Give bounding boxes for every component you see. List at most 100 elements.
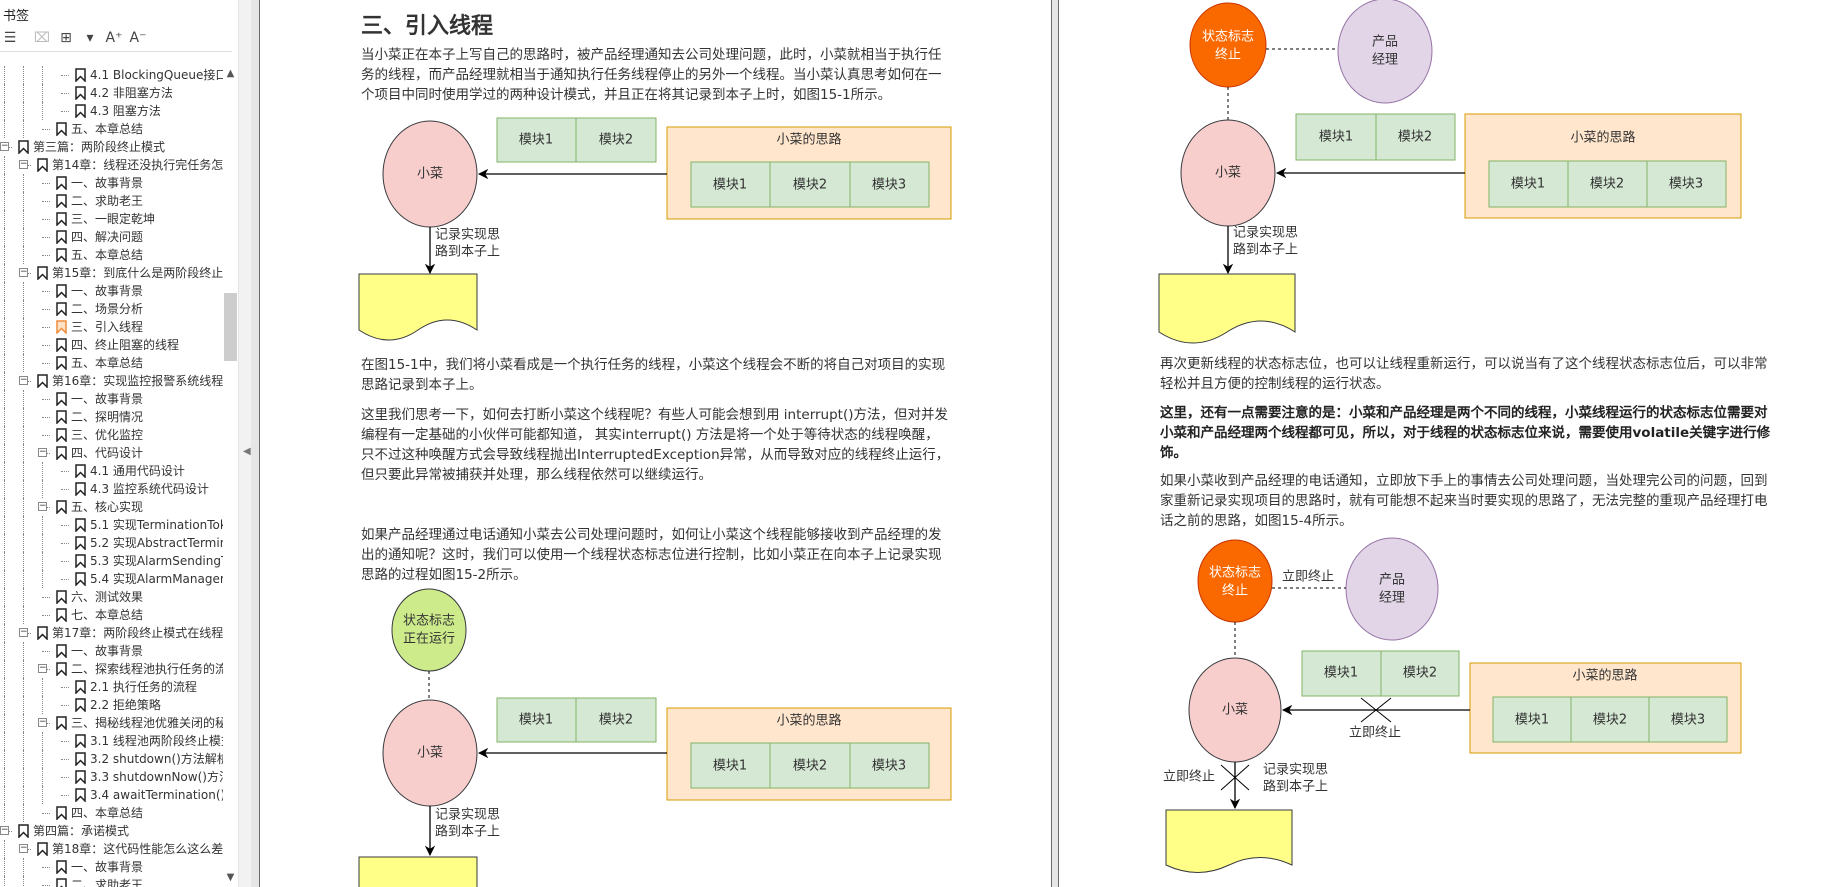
- bookmark-item[interactable]: −四、代码设计: [0, 444, 223, 462]
- bookmark-label: 3.1 线程池两阶段终止模式: [90, 734, 223, 748]
- bookmark-icon: [56, 644, 67, 658]
- collapse-toggle-icon[interactable]: −: [38, 447, 47, 457]
- bookmark-item[interactable]: 二、求助老王: [0, 876, 223, 887]
- delete-bookmark-icon[interactable]: ⌧: [33, 30, 51, 46]
- tree-connector: [42, 417, 50, 418]
- bookmark-item[interactable]: 2.1 执行任务的流程: [0, 678, 223, 696]
- bookmark-item[interactable]: 五、本章总结: [0, 354, 223, 372]
- bookmark-item[interactable]: 六、测试效果: [0, 588, 223, 606]
- bookmark-item[interactable]: −第15章：到底什么是两阶段终止模式: [0, 264, 223, 282]
- bookmark-item[interactable]: 五、本章总结: [0, 120, 223, 138]
- font-decrease-icon[interactable]: A⁻: [129, 30, 147, 46]
- bookmark-item[interactable]: 4.1 通用代码设计: [0, 462, 223, 480]
- tree-guide-line: [23, 732, 24, 750]
- bookmark-item[interactable]: 3.3 shutdownNow()方法解析: [0, 768, 223, 786]
- collapse-toggle-icon[interactable]: −: [0, 141, 9, 151]
- bookmark-item[interactable]: 3.1 线程池两阶段终止模式: [0, 732, 223, 750]
- tree-connector: [61, 489, 69, 490]
- bookmark-label: 二、求助老王: [71, 194, 144, 208]
- tree-connector: [61, 777, 69, 778]
- bookmark-label: 4.1 BlockingQueue接口: [90, 68, 223, 82]
- bookmark-item[interactable]: −第三篇：两阶段终止模式: [0, 138, 223, 156]
- bookmark-item[interactable]: −第18章：这代码性能怎么这么差: [0, 840, 223, 858]
- bookmark-item[interactable]: 二、探明情况: [0, 408, 223, 426]
- tree-guide-line: [23, 174, 24, 192]
- bookmark-item[interactable]: 二、求助老王: [0, 192, 223, 210]
- collapse-toggle-icon[interactable]: −: [0, 825, 9, 835]
- bookmark-item[interactable]: 七、本章总结: [0, 606, 223, 624]
- collapse-toggle-icon[interactable]: −: [38, 717, 47, 727]
- bookmark-item[interactable]: 3.4 awaitTermination()方法解析: [0, 786, 223, 804]
- scroll-down-icon[interactable]: ▼: [226, 872, 235, 883]
- bookmark-item[interactable]: 2.2 拒绝策略: [0, 696, 223, 714]
- scrollbar-thumb[interactable]: [224, 293, 237, 361]
- bookmark-label: 一、故事背景: [71, 176, 144, 190]
- tree-guide-line: [42, 696, 43, 714]
- bookmark-item[interactable]: 一、故事背景: [0, 282, 223, 300]
- bookmark-item[interactable]: 二、场景分析: [0, 300, 223, 318]
- bookmark-item[interactable]: 一、故事背景: [0, 858, 223, 876]
- collapse-toggle-icon[interactable]: −: [19, 159, 28, 169]
- bookmark-item[interactable]: 4.3 监控系统代码设计: [0, 480, 223, 498]
- collapse-sidebar-icon[interactable]: ◀: [243, 446, 251, 457]
- bookmark-item[interactable]: −第16章：实现监控报警系统线程: [0, 372, 223, 390]
- bookmark-item[interactable]: 四、本章总结: [0, 804, 223, 822]
- bookmark-item[interactable]: −第四篇：承诺模式: [0, 822, 223, 840]
- collapse-toggle-icon[interactable]: −: [38, 663, 47, 673]
- bookmark-item[interactable]: 四、终止阻塞的线程: [0, 336, 223, 354]
- bookmark-item[interactable]: 5.2 实现AbstractTerminatableThread: [0, 534, 223, 552]
- collapse-toggle-icon[interactable]: −: [19, 627, 28, 637]
- bookmark-item-active[interactable]: 三、引入线程: [0, 318, 223, 336]
- bookmark-item[interactable]: −第14章：线程还没执行完任务怎么办: [0, 156, 223, 174]
- bookmark-item[interactable]: 3.2 shutdown()方法解析: [0, 750, 223, 768]
- tree-guide-line: [4, 318, 5, 336]
- bookmark-item[interactable]: −第17章：两阶段终止模式在线程池中的应用: [0, 624, 223, 642]
- collapse-toggle-icon[interactable]: −: [19, 375, 28, 385]
- bookmark-label: 5.1 实现TerminationToken: [90, 518, 223, 532]
- bookmark-item[interactable]: 一、故事背景: [0, 642, 223, 660]
- tree-guide-line: [4, 696, 5, 714]
- bookmark-item[interactable]: 一、故事背景: [0, 174, 223, 192]
- tree-guide-line: [23, 678, 24, 696]
- bookmark-icon: [56, 428, 67, 442]
- tree-guide-line: [23, 588, 24, 606]
- tree-connector: [61, 75, 69, 76]
- collapse-toggle-icon[interactable]: −: [19, 267, 28, 277]
- bookmark-item[interactable]: 一、故事背景: [0, 390, 223, 408]
- bookmark-item[interactable]: −五、核心实现: [0, 498, 223, 516]
- bookmark-item[interactable]: 三、优化监控: [0, 426, 223, 444]
- bookmark-label: 二、场景分析: [71, 302, 144, 316]
- bookmark-item[interactable]: 五、本章总结: [0, 246, 223, 264]
- tree-guide-line: [4, 336, 5, 354]
- bookmark-options-icon[interactable]: ▾: [86, 30, 94, 46]
- bookmark-label: 一、故事背景: [71, 860, 144, 874]
- tree-guide-line: [4, 426, 5, 444]
- tree-guide-line: [23, 390, 24, 408]
- scroll-up-icon[interactable]: ▲: [226, 68, 235, 79]
- bookmark-item[interactable]: −三、揭秘线程池优雅关闭的秘密: [0, 714, 223, 732]
- sidebar-splitter[interactable]: [238, 0, 251, 887]
- tree-guide-line: [4, 66, 5, 84]
- paragraph: 当小菜正在本子上写自己的思路时，被产品经理通知去公司处理问题，此时，小菜就相当于…: [361, 47, 942, 103]
- bookmark-item[interactable]: −二、探索线程池执行任务的流程: [0, 660, 223, 678]
- tree-guide-line: [23, 534, 24, 552]
- sidebar-scrollbar[interactable]: ▲ ▼: [223, 66, 238, 887]
- bookmark-item[interactable]: 5.1 实现TerminationToken: [0, 516, 223, 534]
- bookmark-item[interactable]: 三、一眼定乾坤: [0, 210, 223, 228]
- bookmark-item[interactable]: 5.4 实现AlarmManager类: [0, 570, 223, 588]
- font-increase-icon[interactable]: A⁺: [105, 30, 123, 46]
- bookmark-item[interactable]: 四、解决问题: [0, 228, 223, 246]
- bookmark-item[interactable]: 4.3 阻塞方法: [0, 102, 223, 120]
- bookmark-item[interactable]: 5.3 实现AlarmSendingThread: [0, 552, 223, 570]
- collapse-toggle-icon[interactable]: −: [19, 843, 28, 853]
- expand-all-icon[interactable]: ☰: [3, 30, 17, 46]
- bookmark-icon: [75, 536, 86, 550]
- bookmark-item[interactable]: 4.2 非阻塞方法: [0, 84, 223, 102]
- tree-guide-line: [23, 444, 24, 462]
- bookmark-label: 5.4 实现AlarmManager类: [90, 572, 223, 586]
- collapse-toggle-icon[interactable]: −: [38, 501, 47, 511]
- tree-guide-line: [23, 786, 24, 804]
- add-bookmark-icon[interactable]: ⊞: [60, 30, 72, 46]
- paragraph: 再次更新线程的状态标志位，也可以让线程重新运行，可以说当有了这个线程状态标志位后…: [1160, 356, 1768, 392]
- bookmark-item[interactable]: 4.1 BlockingQueue接口: [0, 66, 223, 84]
